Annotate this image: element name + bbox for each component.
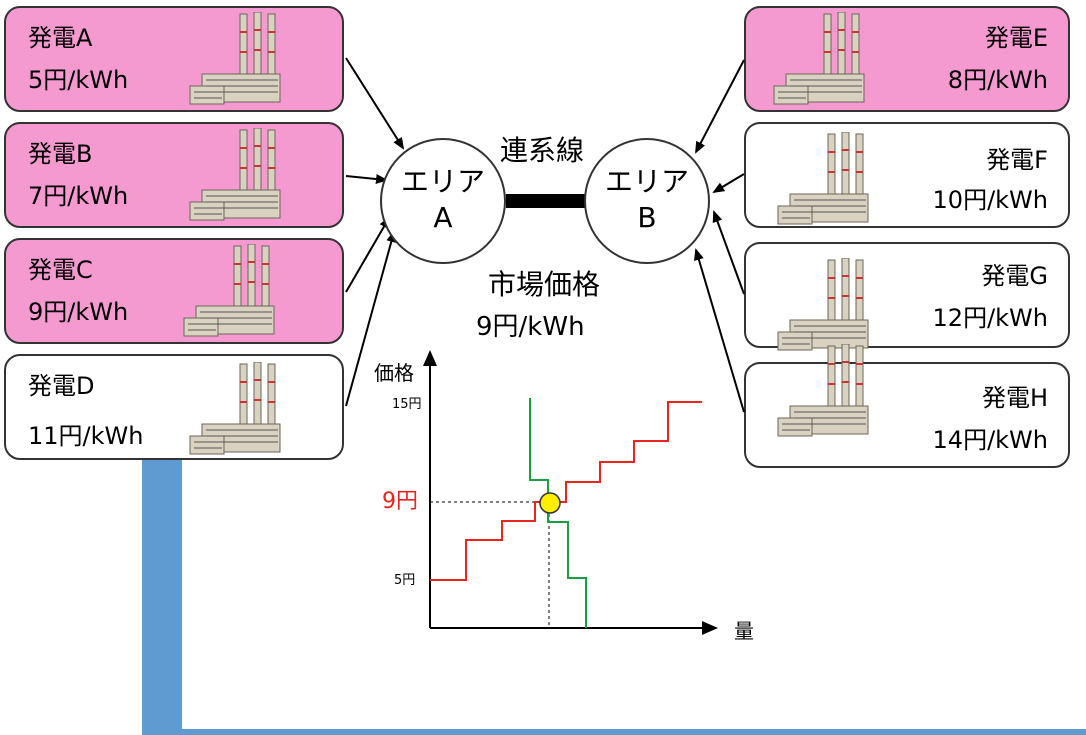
- plant-g-name: 発電G: [981, 262, 1048, 290]
- power-plant-icon: [777, 344, 869, 437]
- flow-arrows-area-a: [345, 57, 405, 407]
- plant-c-card: 発電C 9円/kWh: [4, 238, 344, 344]
- power-plant-icon: [777, 258, 869, 351]
- plant-c-name: 発電C: [28, 256, 93, 284]
- plant-e-card: 発電E 8円/kWh: [744, 6, 1070, 112]
- plant-d-card: 発電D 11円/kWh: [4, 354, 344, 460]
- area-b-label-line2: B: [637, 201, 657, 234]
- graph-tick-5: 5円: [394, 573, 416, 588]
- interconnector-line: [506, 194, 586, 208]
- area-a-label-line2: A: [433, 201, 453, 234]
- power-plant-icon: [189, 128, 281, 221]
- plant-a-name: 発電A: [28, 24, 93, 52]
- demand-curve: [529, 398, 587, 628]
- plant-h-card: 発電H 14円/kWh: [744, 344, 1070, 468]
- plant-h-price: 14円/kWh: [932, 426, 1048, 454]
- supply-curve: [430, 401, 702, 581]
- plant-b-price: 7円/kWh: [28, 182, 129, 210]
- market-price-title: 市場価格: [488, 268, 601, 301]
- interconnector-label: 連系線: [500, 134, 585, 167]
- area-b-node: エリア B: [584, 138, 710, 264]
- plant-f-name: 発電F: [986, 146, 1048, 174]
- plant-a-card: 発電A 5円/kWh: [4, 6, 344, 112]
- area-b-label-line1: エリア: [604, 165, 689, 198]
- graph-clearing-price-label: 9円: [382, 489, 418, 514]
- plant-g-card: 発電G 12円/kWh: [744, 242, 1070, 351]
- plant-e-price: 8円/kWh: [947, 66, 1048, 94]
- plant-g-price: 12円/kWh: [932, 304, 1048, 332]
- area-a-label-line1: エリア: [400, 165, 485, 198]
- power-plant-icon: [189, 12, 281, 105]
- graph-x-axis-label: 量: [734, 619, 754, 643]
- plant-b-card: 発電B 7円/kWh: [4, 122, 344, 228]
- graph-y-axis-label: 価格: [374, 361, 414, 385]
- plant-h-name: 発電H: [981, 384, 1048, 412]
- blue-horizontal-bar: [182, 729, 1086, 735]
- graph-tick-15: 15円: [392, 397, 422, 412]
- plant-b-name: 発電B: [28, 140, 93, 168]
- market-price-value: 9円/kWh: [476, 312, 585, 342]
- power-plant-icon: [773, 12, 865, 105]
- plant-f-price: 10円/kWh: [932, 186, 1048, 214]
- power-plant-icon: [189, 362, 281, 455]
- power-plant-icon: [777, 132, 869, 225]
- plant-a-price: 5円/kWh: [28, 66, 129, 94]
- blue-vertical-bar: [142, 460, 182, 735]
- plant-d-price: 11円/kWh: [28, 422, 144, 450]
- plant-f-card: 発電F 10円/kWh: [744, 122, 1070, 228]
- power-plant-icon: [183, 244, 275, 337]
- area-a-node: エリア A: [380, 138, 506, 264]
- plant-d-name: 発電D: [28, 372, 95, 400]
- plant-c-price: 9円/kWh: [28, 298, 129, 326]
- market-clearing-point: [539, 492, 561, 514]
- flow-arrows-area-b: [694, 59, 745, 413]
- plant-e-name: 発電E: [984, 24, 1048, 52]
